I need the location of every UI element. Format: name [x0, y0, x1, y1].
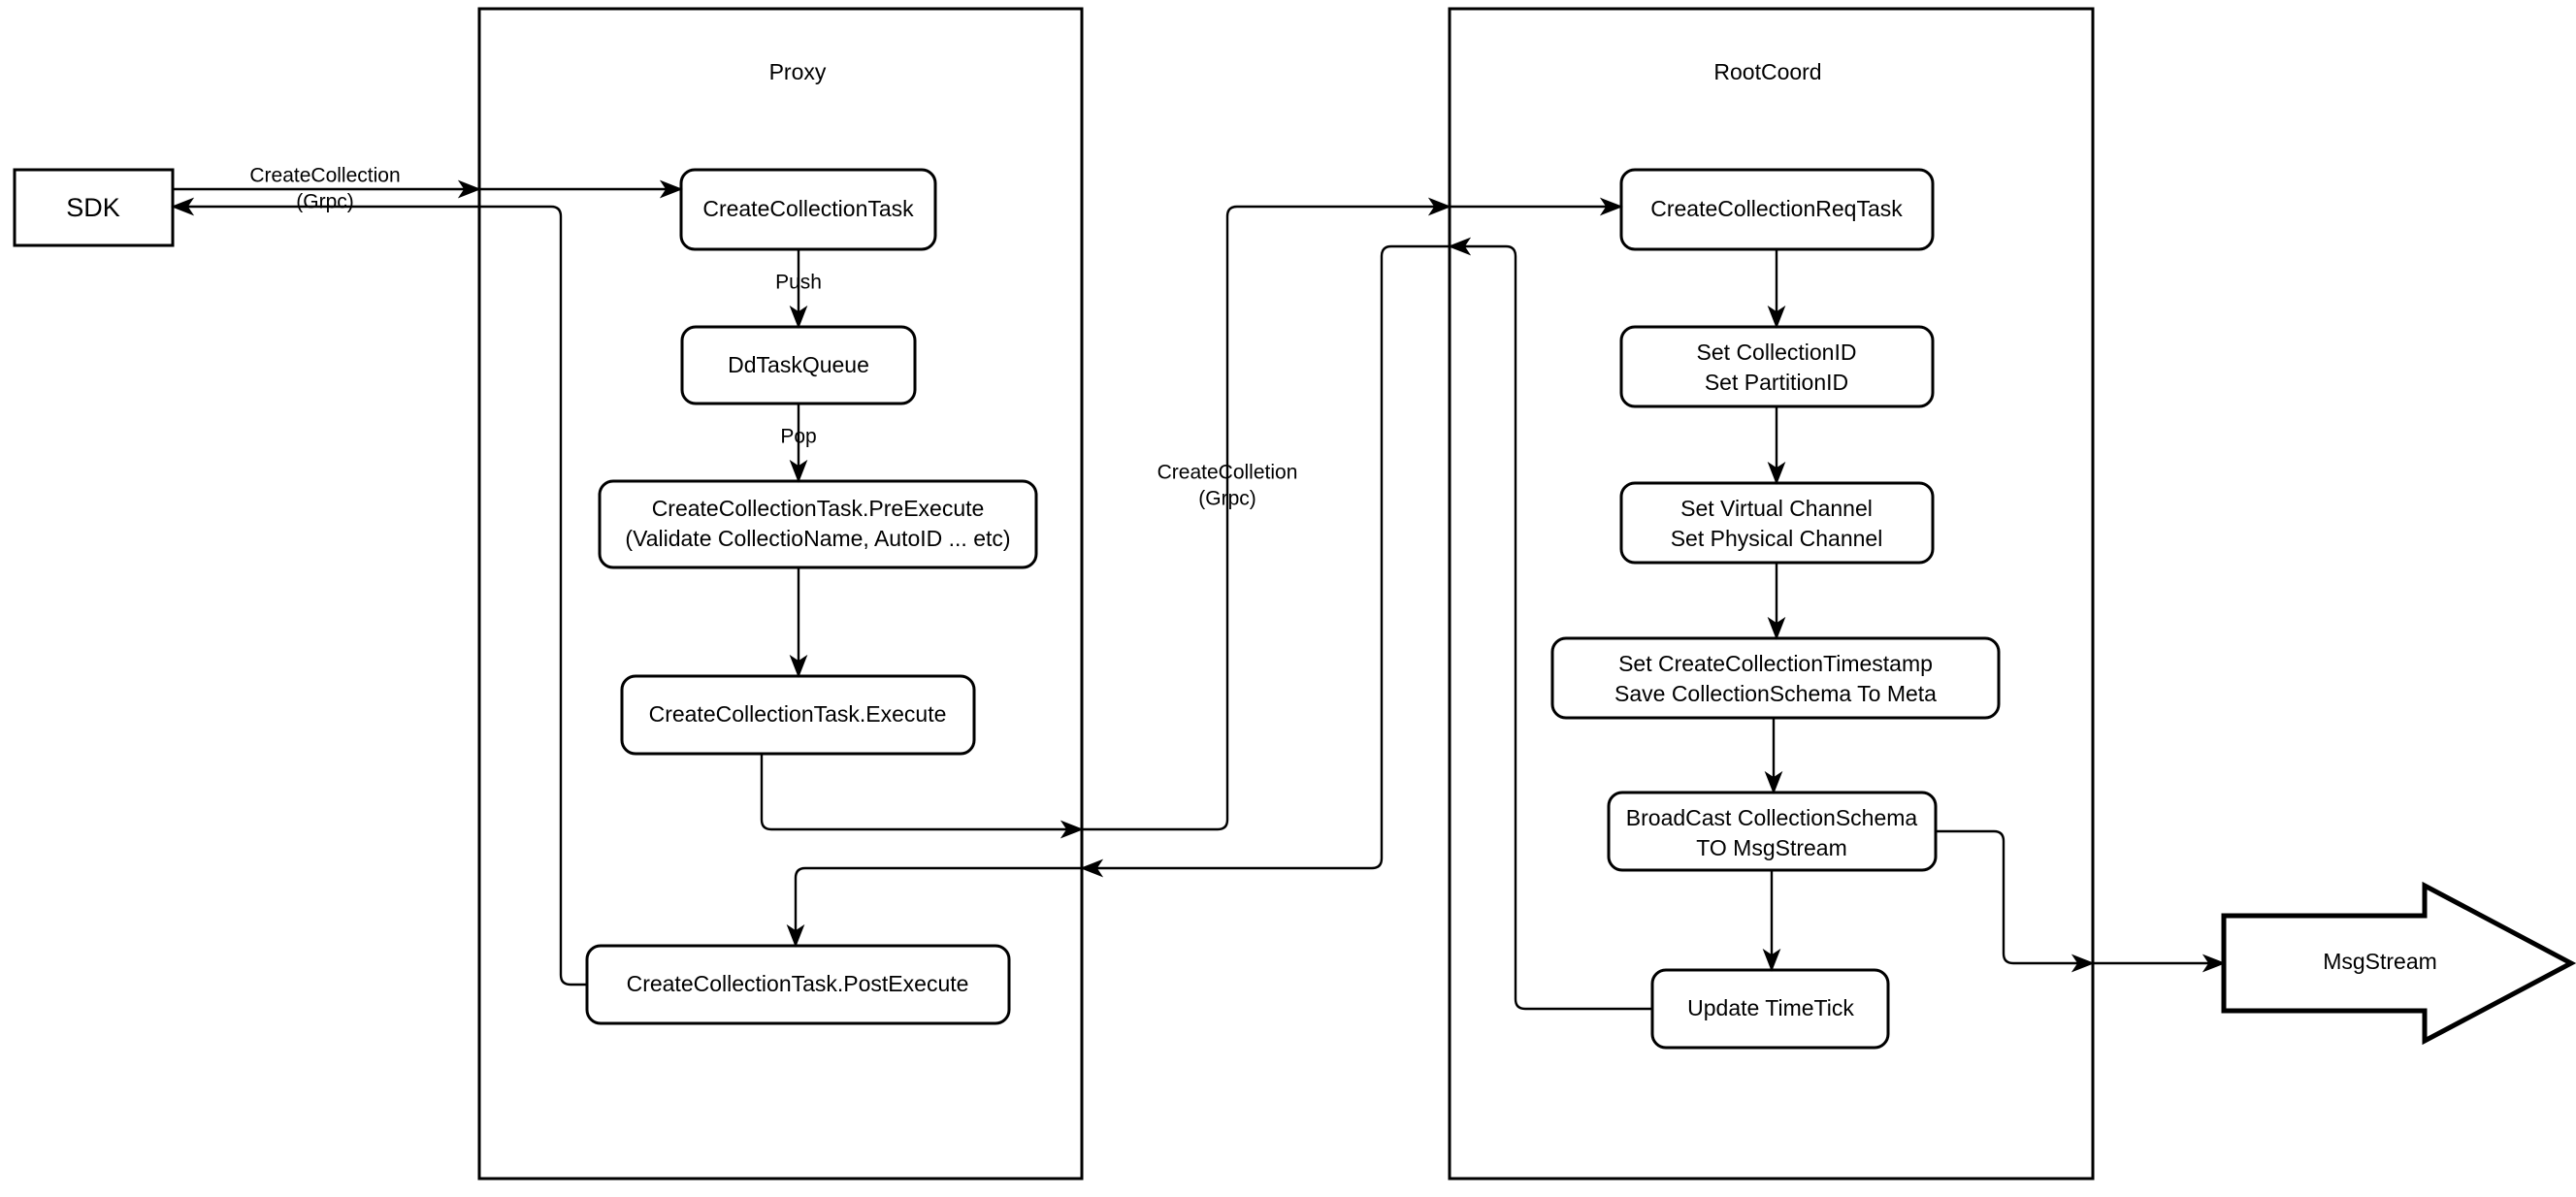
- node-set-timestamp-label-line2: Save CollectionSchema To Meta: [1614, 681, 1937, 706]
- node-create-collection-task[interactable]: CreateCollectionTask: [679, 168, 937, 251]
- node-msgstream-label: MsgStream: [2323, 949, 2437, 974]
- edge-label-create-colletion-grpc-line2: (Grpc): [1198, 488, 1256, 510]
- node-update-timetick-label: Update TimeTick: [1687, 995, 1854, 1020]
- node-broadcast-label-line1: BroadCast CollectionSchema: [1626, 805, 1918, 830]
- node-update-timetick[interactable]: Update TimeTick: [1650, 968, 1890, 1050]
- edge-label-pop: Pop: [780, 426, 816, 448]
- node-pre-execute-box[interactable]: [598, 479, 1038, 569]
- edge-label-push: Push: [775, 272, 822, 294]
- node-dd-task-queue[interactable]: DdTaskQueue: [680, 325, 917, 405]
- lane-rootcoord-title: RootCoord: [1713, 59, 1821, 84]
- node-create-collection-req-task[interactable]: CreateCollectionReqTask: [1619, 168, 1935, 251]
- lane-proxy-title: Proxy: [769, 59, 827, 84]
- edge-updatetimetick-to-boundary-response: [1448, 237, 1652, 1011]
- node-sdk[interactable]: SDK: [13, 168, 175, 247]
- node-create-collection-req-task-label: CreateCollectionReqTask: [1650, 196, 1903, 221]
- node-set-timestamp[interactable]: Set CreateCollectionTimestamp Save Colle…: [1550, 636, 2001, 720]
- node-post-execute[interactable]: CreateCollectionTask.PostExecute: [585, 944, 1011, 1025]
- edge-response-to-post-execute: [786, 866, 1082, 948]
- node-post-execute-label: CreateCollectionTask.PostExecute: [627, 971, 969, 996]
- node-sdk-label: SDK: [66, 193, 120, 222]
- msgstream-arrow-shape[interactable]: [2221, 881, 2576, 1046]
- node-pre-execute-label-line2: (Validate CollectioName, AutoID ... etc): [625, 526, 1010, 551]
- node-pre-execute-label-line1: CreateCollectionTask.PreExecute: [652, 496, 985, 521]
- node-set-channels[interactable]: Set Virtual Channel Set Physical Channel: [1619, 481, 1935, 565]
- node-msgstream[interactable]: MsgStream: [2221, 881, 2576, 1046]
- node-broadcast[interactable]: BroadCast CollectionSchema TO MsgStream: [1607, 791, 1938, 872]
- node-dd-task-queue-label: DdTaskQueue: [728, 352, 869, 377]
- node-pre-execute[interactable]: CreateCollectionTask.PreExecute (Validat…: [598, 479, 1038, 569]
- node-set-channels-label-line1: Set Virtual Channel: [1680, 496, 1873, 521]
- node-create-collection-task-label: CreateCollectionTask: [702, 196, 914, 221]
- edge-proxy-to-rootcoord-up: [1082, 197, 1451, 831]
- edge-post-execute-to-sdk-response: [171, 197, 587, 987]
- node-set-ids-label-line2: Set PartitionID: [1705, 370, 1848, 395]
- edge-label-create-collection-grpc-line2: (Grpc): [296, 191, 354, 213]
- node-set-ids[interactable]: Set CollectionID Set PartitionID: [1619, 325, 1935, 408]
- node-set-ids-label-line1: Set CollectionID: [1697, 340, 1857, 365]
- node-execute-label: CreateCollectionTask.Execute: [649, 701, 947, 727]
- node-execute[interactable]: CreateCollectionTask.Execute: [620, 674, 976, 756]
- edge-execute-to-rootcoord-hop1: [760, 754, 1084, 839]
- edge-broadcast-to-msgstream-hop1: [1936, 829, 2095, 973]
- edge-label-create-collection-grpc-line1: CreateCollection: [249, 165, 400, 187]
- node-set-timestamp-label-line1: Set CreateCollectionTimestamp: [1618, 651, 1933, 676]
- edge-label-create-colletion-grpc-line1: CreateColletion: [1158, 462, 1298, 484]
- node-create-collection-task-box[interactable]: [679, 168, 937, 251]
- node-set-channels-label-line2: Set Physical Channel: [1671, 526, 1883, 551]
- edge-rootcoord-to-proxy-response: [1080, 244, 1450, 878]
- node-broadcast-label-line2: TO MsgStream: [1696, 835, 1847, 860]
